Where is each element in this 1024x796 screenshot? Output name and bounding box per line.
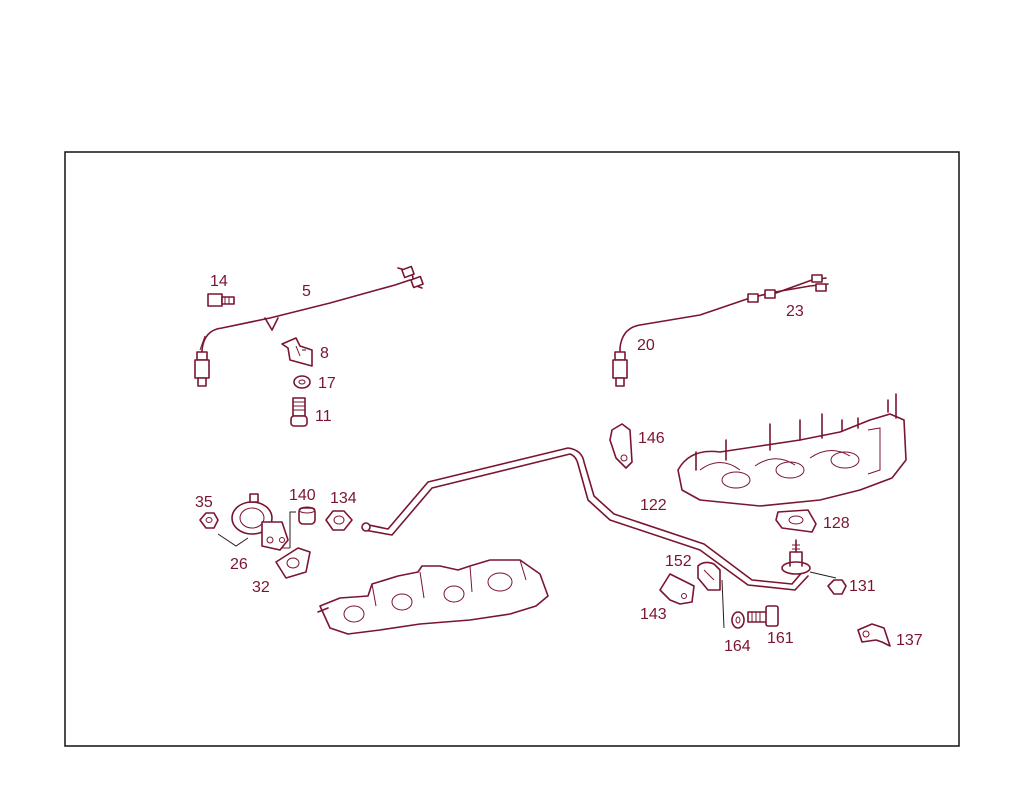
bracket-137[interactable] — [857, 623, 891, 647]
label-137: 137 — [896, 632, 923, 649]
label-14: 14 — [210, 273, 228, 290]
label-140: 140 — [289, 487, 316, 504]
label-32: 32 — [252, 579, 270, 596]
label-146: 146 — [638, 430, 665, 447]
bracket-143[interactable] — [659, 573, 695, 605]
pipe-122[interactable] — [361, 447, 809, 591]
bolt-161[interactable] — [747, 605, 779, 627]
label-164: 164 — [724, 638, 751, 655]
nut-131[interactable] — [827, 579, 847, 595]
gasket-32[interactable] — [275, 547, 311, 579]
exhaust-manifold-left[interactable] — [317, 559, 549, 635]
bolt-11[interactable] — [290, 397, 308, 427]
washer-164[interactable] — [731, 611, 745, 629]
bracket-146[interactable] — [609, 423, 633, 469]
label-128: 128 — [823, 515, 850, 532]
pipe-end-sensor[interactable] — [781, 539, 837, 579]
label-5: 5 — [302, 283, 311, 300]
washer-17[interactable] — [293, 375, 311, 389]
exhaust-manifold-right[interactable] — [677, 393, 907, 507]
egr-valve-26[interactable] — [231, 493, 290, 551]
label-143: 143 — [640, 606, 667, 623]
label-131: 131 — [849, 578, 876, 595]
clamp-152[interactable] — [697, 561, 721, 591]
oxygen-sensor-left[interactable] — [194, 265, 424, 387]
nut-134[interactable] — [325, 510, 353, 531]
label-8: 8 — [320, 345, 329, 362]
label-20: 20 — [637, 337, 655, 354]
label-122: 122 — [640, 497, 667, 514]
label-152: 152 — [665, 553, 692, 570]
label-35: 35 — [195, 494, 213, 511]
label-11: 11 — [315, 408, 332, 425]
label-134: 134 — [330, 490, 357, 507]
label-161: 161 — [767, 630, 794, 647]
sleeve-140[interactable] — [298, 506, 316, 525]
label-26: 26 — [230, 556, 248, 573]
leader-lines — [217, 349, 306, 548]
nut-35[interactable] — [199, 512, 219, 529]
oxygen-sensor-right[interactable] — [612, 274, 829, 387]
gasket-128[interactable] — [775, 509, 817, 533]
label-23: 23 — [786, 303, 804, 320]
bolt-14[interactable] — [207, 293, 235, 307]
bracket-8[interactable] — [281, 337, 313, 367]
leader-164 — [721, 579, 725, 629]
diagram-frame — [64, 151, 960, 747]
label-17: 17 — [318, 375, 336, 392]
